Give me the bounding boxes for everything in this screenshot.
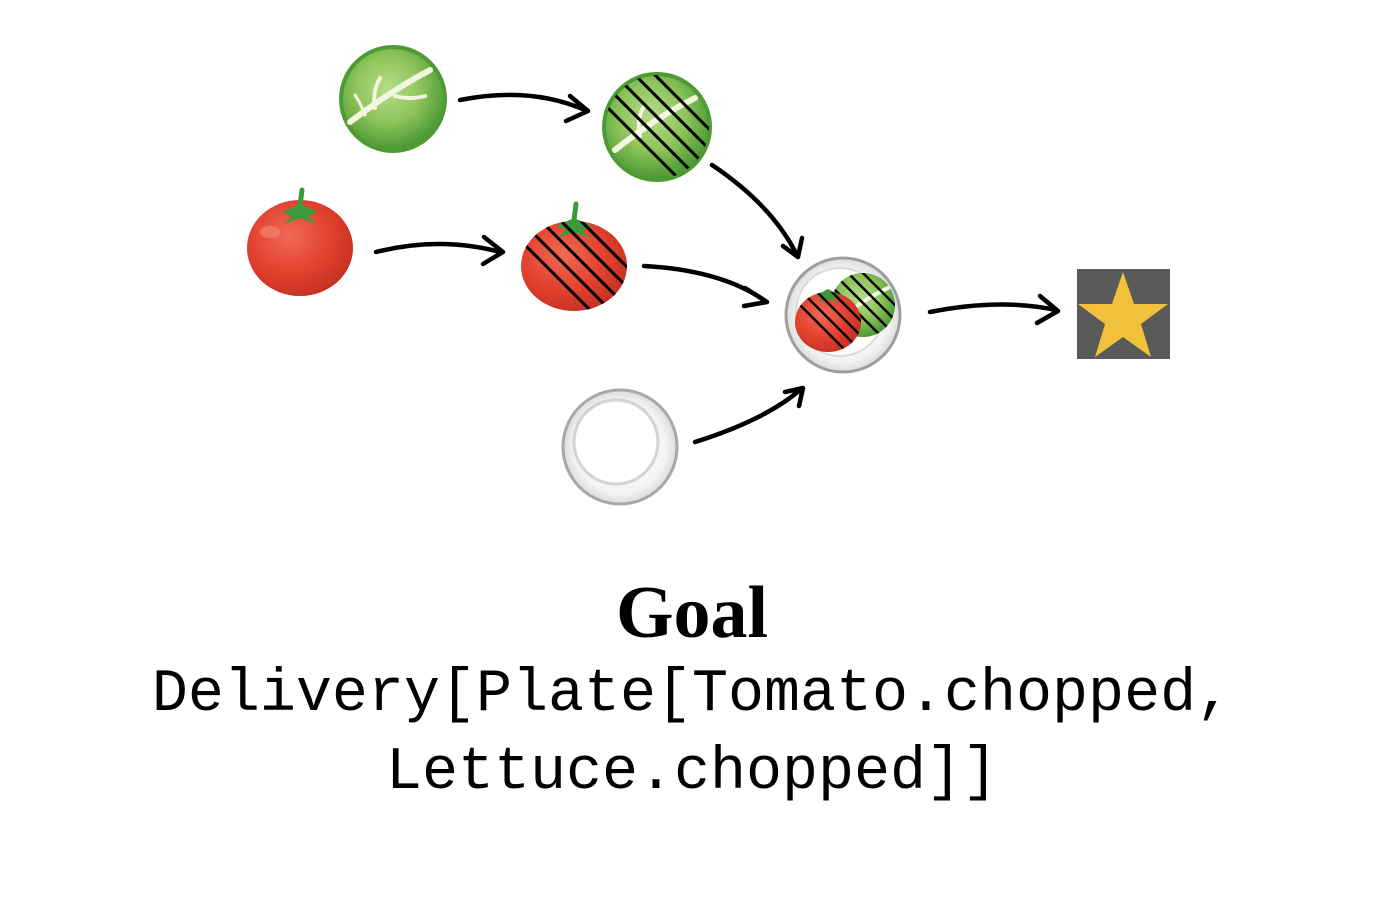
arrowheads bbox=[480, 93, 1061, 409]
goal-block: Goal Delivery[Plate[Tomato.chopped, Lett… bbox=[0, 570, 1384, 812]
recipe-flow-diagram bbox=[247, 45, 1170, 506]
goal-expression-line-2: Lettuce.chopped]] bbox=[385, 739, 999, 807]
arrow-lettuce-chopped-to-plate bbox=[709, 162, 800, 258]
arrowhead-6 bbox=[1034, 293, 1061, 326]
arrowhead-2 bbox=[780, 235, 805, 260]
arrow-salad-to-delivery bbox=[927, 302, 1059, 315]
tomato-icon bbox=[247, 187, 353, 296]
arrow-tomato-to-chopped bbox=[373, 241, 503, 255]
arrowhead-1 bbox=[563, 93, 591, 124]
arrow-tomato-chopped-to-plate bbox=[641, 263, 767, 303]
arrows bbox=[373, 92, 1059, 445]
arrowhead-5 bbox=[782, 385, 806, 409]
arrowhead-4 bbox=[741, 285, 770, 309]
goal-expression: Delivery[Plate[Tomato.chopped, Lettuce.c… bbox=[0, 656, 1384, 812]
lettuce-icon bbox=[339, 45, 447, 153]
lettuce-chopped-icon bbox=[602, 72, 712, 182]
plate-icon bbox=[561, 388, 679, 506]
tomato-chopped-icon bbox=[521, 201, 627, 311]
plate-salad-icon bbox=[784, 256, 902, 374]
arrow-lettuce-to-chopped bbox=[457, 92, 588, 113]
goal-title: Goal bbox=[615, 572, 769, 654]
arrowhead-3 bbox=[480, 234, 506, 267]
delivery-star-icon bbox=[1077, 269, 1170, 359]
goal-expression-line-1: Delivery[Plate[Tomato.chopped, bbox=[151, 661, 1233, 729]
arrow-plate-to-salad bbox=[692, 387, 803, 445]
